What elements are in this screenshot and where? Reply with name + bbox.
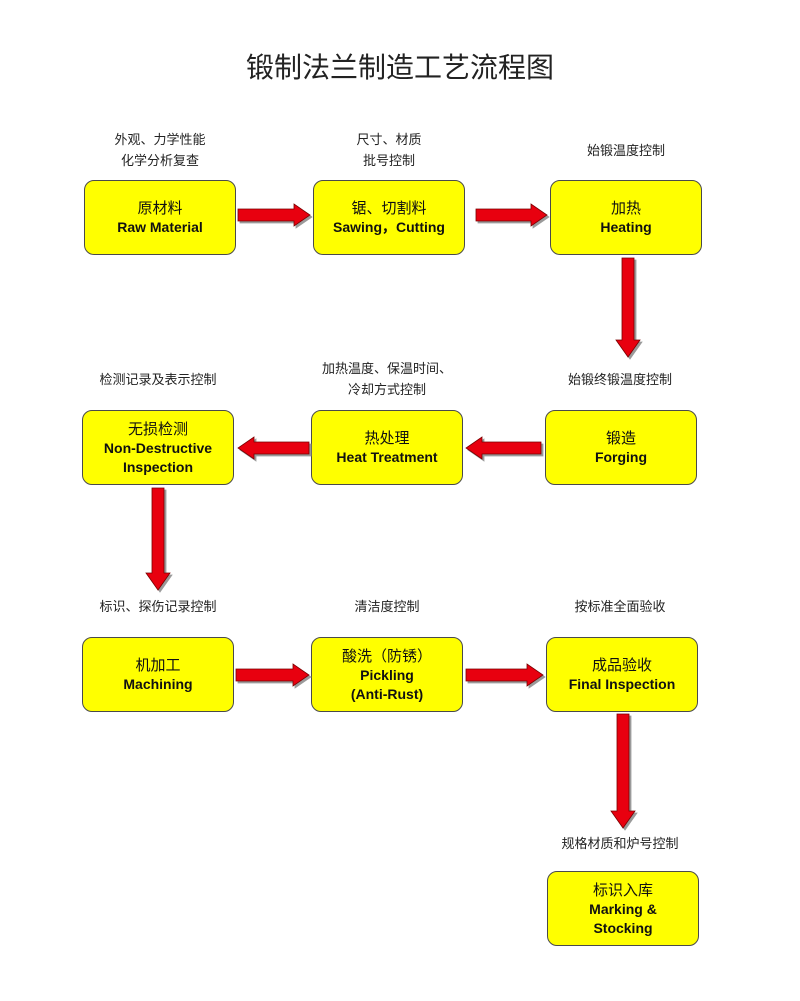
note-sawing-cutting: 尺寸、材质 批号控制 (279, 130, 499, 172)
step-box-raw-material: 原材料 Raw Material (84, 180, 236, 255)
note-line: 标识、探伤记录控制 (99, 600, 217, 615)
note-forging: 始锻终锻温度控制 (510, 370, 730, 391)
step-box-final-inspection: 成品验收 Final Inspection (546, 637, 698, 712)
step-label-cn: 无损检测 (127, 419, 188, 438)
note-line: 检测记录及表示控制 (99, 373, 217, 388)
step-label-cn: 标识入库 (592, 880, 653, 899)
arrow-forging-to-heat-treatment (465, 436, 542, 460)
step-label-en: Heat Treatment (336, 449, 438, 465)
note-line: 外观、力学性能 (114, 133, 206, 148)
step-label-en: Stocking (593, 919, 653, 936)
step-box-sawing-cutting: 锯、切割料 Sawing，Cutting (313, 180, 465, 255)
step-label-en: (Anti-Rust) (350, 685, 424, 702)
step-label-en: Pickling (360, 666, 414, 683)
note-line: 按标准全面验收 (574, 600, 666, 615)
step-box-machining: 机加工 Machining (82, 637, 234, 712)
step-box-non-destructive-inspection: 无损检测 Non-Destructive Inspection (82, 410, 234, 485)
step-label-en: Machining (123, 676, 193, 692)
step-label-cn: 加热 (610, 199, 641, 217)
step-box-forging: 锻造 Forging (545, 410, 697, 485)
arrow-machining-to-pickling (235, 663, 310, 687)
note-line: 始锻温度控制 (586, 144, 665, 159)
arrow-heating-to-forging (615, 257, 641, 358)
arrow-heat-treatment-to-inspection (237, 436, 310, 460)
step-box-marking-stocking: 标识入库 Marking & Stocking (547, 871, 699, 946)
step-label-en: Inspection (122, 458, 193, 475)
note-raw-material: 外观、力学性能 化学分析复查 (50, 130, 270, 172)
step-label-en: Heating (600, 219, 652, 235)
step-label-en: Final Inspection (568, 676, 676, 692)
note-pickling: 清洁度控制 (277, 597, 497, 618)
note-line: 尺寸、材质 (356, 133, 422, 148)
arrow-inspection-to-machining (145, 487, 171, 591)
arrow-raw-material-to-sawing (237, 203, 311, 227)
step-label-cn: 成品验收 (591, 656, 652, 674)
note-line: 清洁度控制 (354, 600, 420, 615)
page-title: 锻制法兰制造工艺流程图 (245, 51, 554, 84)
step-box-heat-treatment: 热处理 Heat Treatment (311, 410, 463, 485)
note-line: 批号控制 (362, 154, 415, 169)
step-label-en: Sawing，Cutting (333, 219, 445, 235)
arrow-pickling-to-final-inspection (465, 663, 544, 687)
step-box-pickling: 酸洗（防锈） Pickling (Anti-Rust) (311, 637, 463, 712)
step-label-en: Raw Material (117, 219, 203, 235)
step-label-cn: 热处理 (364, 429, 410, 447)
note-line: 化学分析复查 (120, 154, 199, 169)
step-label-cn: 机加工 (135, 656, 181, 674)
arrow-sawing-to-heating (475, 203, 548, 227)
step-label-cn: 锻造 (605, 429, 636, 447)
note-non-destructive-inspection: 检测记录及表示控制 (48, 370, 268, 391)
note-heat-treatment: 加热温度、保温时间、 冷却方式控制 (277, 359, 497, 401)
note-line: 始锻终锻温度控制 (567, 373, 672, 388)
arrow-final-inspection-to-marking (610, 713, 636, 829)
note-line: 加热温度、保温时间、 (321, 362, 452, 377)
note-heating: 始锻温度控制 (516, 141, 736, 162)
note-marking-stocking: 规格材质和炉号控制 (510, 834, 730, 855)
note-final-inspection: 按标准全面验收 (510, 597, 730, 618)
step-box-heating: 加热 Heating (550, 180, 702, 255)
step-label-cn: 酸洗（防锈） (341, 646, 432, 665)
note-machining: 标识、探伤记录控制 (48, 597, 268, 618)
step-label-cn: 原材料 (137, 199, 183, 217)
step-label-en: Forging (594, 449, 648, 465)
step-label-en: Marking & (589, 900, 657, 917)
note-line: 规格材质和炉号控制 (561, 837, 679, 852)
step-label-en: Non-Destructive (103, 439, 213, 456)
step-label-cn: 锯、切割料 (351, 199, 427, 217)
note-line: 冷却方式控制 (347, 383, 426, 398)
